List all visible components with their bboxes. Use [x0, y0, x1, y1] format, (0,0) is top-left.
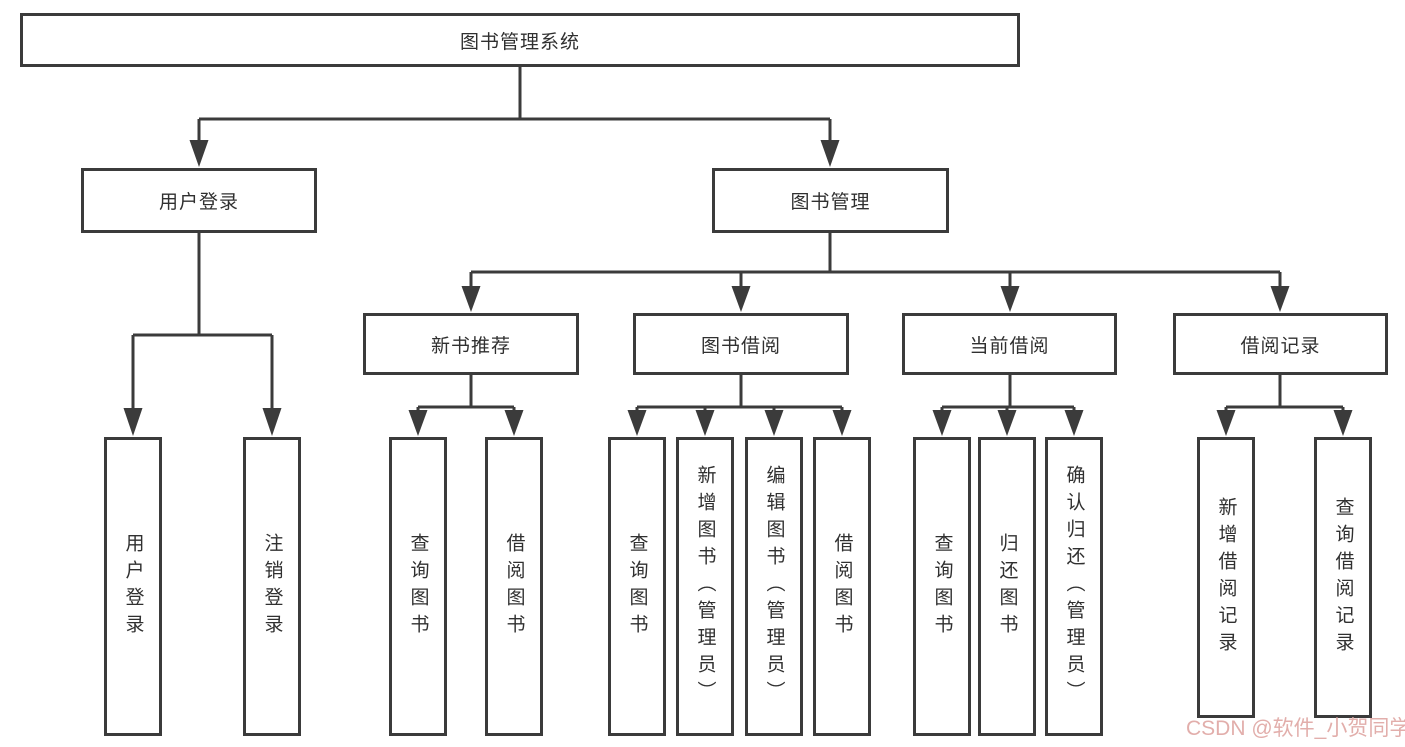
leaf-edit-books-admin-label: 编辑图书（管理员） [763, 465, 785, 708]
node-user-login: 用户登录 [81, 168, 317, 233]
node-book-management-label: 图书管理 [790, 192, 871, 213]
node-book-borrow: 图书借阅 [633, 313, 849, 375]
leaf-user-login-label: 用户登录 [122, 532, 144, 641]
node-root-label: 图书管理系统 [459, 31, 580, 53]
leaf-logout-login: 注销登录 [243, 437, 301, 736]
node-borrow-records-label: 借阅记录 [1240, 335, 1321, 357]
leaf-user-login: 用户登录 [104, 437, 162, 736]
node-book-borrow-label: 图书借阅 [700, 335, 781, 357]
leaf-query-books-recommend: 查询图书 [389, 437, 447, 736]
leaf-query-borrow-record: 查询借阅记录 [1314, 437, 1372, 718]
leaf-confirm-return-admin: 确认归还（管理员） [1045, 437, 1103, 736]
leaf-borrow-books: 借阅图书 [813, 437, 871, 736]
node-new-book-recommend: 新书推荐 [363, 313, 579, 375]
leaf-query-books-current-label: 查询图书 [931, 532, 953, 641]
leaf-return-books-label: 归还图书 [996, 532, 1018, 641]
node-user-login-label: 用户登录 [158, 192, 239, 213]
leaf-borrow-books-label: 借阅图书 [831, 532, 853, 641]
leaf-borrow-books-recommend-label: 借阅图书 [503, 532, 525, 641]
leaf-add-borrow-record-label: 新增借阅记录 [1215, 496, 1237, 659]
node-current-borrow: 当前借阅 [902, 313, 1117, 375]
leaf-borrow-books-recommend: 借阅图书 [485, 437, 543, 736]
leaf-query-books-current: 查询图书 [913, 437, 971, 736]
leaf-add-borrow-record: 新增借阅记录 [1197, 437, 1255, 718]
leaf-logout-login-label: 注销登录 [261, 532, 283, 641]
leaf-query-books-borrow: 查询图书 [608, 437, 666, 736]
leaf-query-books-recommend-label: 查询图书 [407, 532, 429, 641]
node-borrow-records: 借阅记录 [1173, 313, 1388, 375]
leaf-query-borrow-record-label: 查询借阅记录 [1332, 496, 1354, 659]
csdn-watermark: CSDN @软件_小贺同学 [1186, 717, 1405, 740]
leaf-query-books-borrow-label: 查询图书 [626, 532, 648, 641]
node-book-management: 图书管理 [712, 168, 949, 233]
node-current-borrow-label: 当前借阅 [969, 335, 1050, 357]
leaf-confirm-return-admin-label: 确认归还（管理员） [1063, 465, 1085, 708]
leaf-add-books-admin-label: 新增图书（管理员） [694, 465, 716, 708]
leaf-edit-books-admin: 编辑图书（管理员） [745, 437, 803, 736]
node-new-book-recommend-label: 新书推荐 [430, 335, 511, 357]
leaf-return-books: 归还图书 [978, 437, 1036, 736]
node-root: 图书管理系统 [20, 13, 1020, 67]
leaf-add-books-admin: 新增图书（管理员） [676, 437, 734, 736]
